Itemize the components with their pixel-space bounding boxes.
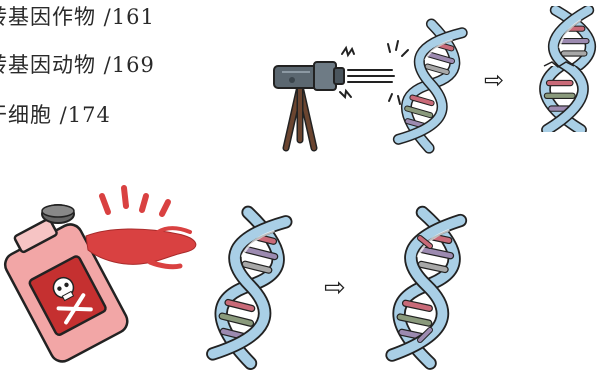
radiation-device: [274, 62, 344, 148]
dna-broken-icon: [544, 2, 590, 134]
dna-irradiated-icon: [397, 23, 464, 148]
radiation-beam: [340, 41, 408, 104]
spilled-liquid: [86, 188, 196, 267]
dna-exposed-icon: [211, 212, 288, 364]
dna-damaged-icon: [390, 212, 463, 364]
arrow-icon: ⇨: [484, 66, 504, 94]
bottle-cap-icon: [42, 205, 74, 223]
arrow-icon: ⇨: [324, 273, 346, 303]
